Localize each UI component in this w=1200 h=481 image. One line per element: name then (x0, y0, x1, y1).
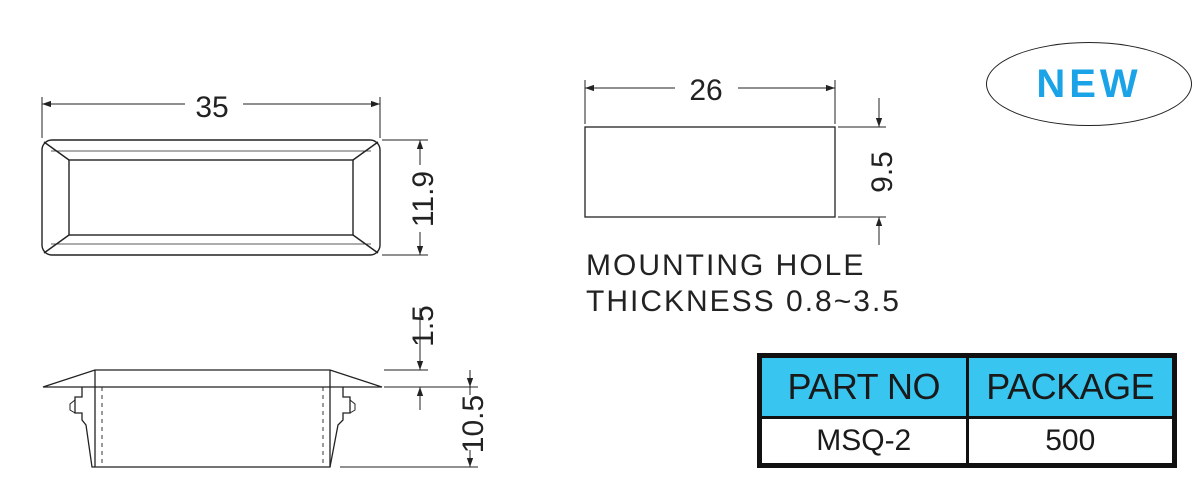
table-header-row: PART NO PACKAGE (758, 354, 1176, 419)
dim-label-26: 26 (689, 74, 722, 107)
header-part-no: PART NO (758, 354, 969, 419)
note-thickness: THICKNESS 0.8~3.5 (586, 285, 901, 318)
top-view-inner (68, 159, 354, 236)
dim-label-35: 35 (195, 91, 228, 124)
table-row: MSQ-2 500 (758, 416, 1176, 467)
side-view (42, 369, 383, 468)
new-badge: NEW (986, 42, 1192, 126)
dim-hole-height (838, 98, 886, 245)
dim-label-10-5: 10.5 (457, 395, 490, 453)
header-package: PACKAGE (965, 354, 1176, 419)
note-mounting-hole: MOUNTING HOLE (586, 249, 866, 282)
mounting-hole-outline (584, 126, 836, 218)
dim-side-flange (384, 308, 478, 410)
dim-label-9-5: 9.5 (866, 151, 899, 193)
top-view (41, 139, 381, 256)
top-view-outline (41, 139, 381, 256)
dim-side-height (340, 370, 478, 468)
dim-hole-width (584, 80, 836, 124)
dim-label-1-5: 1.5 (407, 305, 440, 347)
cell-part-no: MSQ-2 (758, 416, 969, 467)
new-badge-text: NEW (1036, 61, 1142, 106)
dim-top-height (382, 139, 428, 256)
parts-table: PART NO PACKAGE MSQ-2 500 (757, 353, 1177, 468)
dim-label-11-9: 11.9 (407, 171, 440, 227)
cell-package: 500 (965, 416, 1176, 467)
dim-top-width (41, 97, 381, 138)
